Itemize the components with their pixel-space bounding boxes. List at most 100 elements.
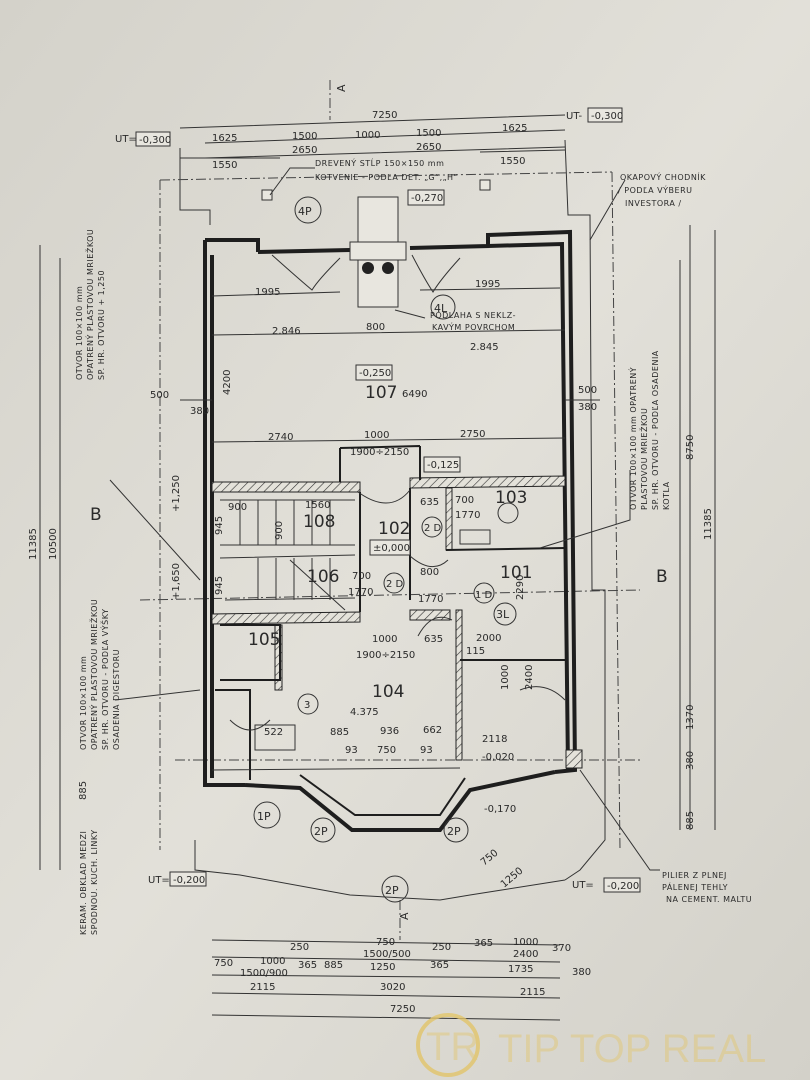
note-vent-right: OTVOR 100×100 mm OPATRENÝ PLASTOVOU MRIE…	[627, 350, 671, 510]
note-line: OPATRENÝ PLASTOVOU MRIEŽKOU	[88, 599, 99, 750]
dim-text: 1770	[348, 587, 373, 598]
room-102-label: 102	[378, 519, 410, 539]
note-line: OTVOR 100×100 mm OPATRENÝ	[627, 367, 638, 510]
marker-door-2d-a: 2 D	[421, 516, 443, 538]
note-line: OTVOR 100×100 mm	[75, 286, 84, 380]
marker-2p-bottom: 2P	[381, 875, 409, 903]
marker-4p: 4P	[294, 196, 322, 224]
dim-text: 700	[352, 571, 371, 582]
axis-lines	[139, 80, 641, 940]
note-line: OTVOR 100×100 mm	[79, 656, 88, 750]
level-bay-right: -0,020	[482, 752, 514, 763]
note-line: KERAM. OBKLAD MEDZI	[79, 831, 88, 935]
dim-text: 365	[430, 960, 449, 971]
dim-text: 365	[474, 938, 493, 949]
marker-text: 1P	[257, 810, 271, 823]
dim-text: 1995	[255, 287, 280, 298]
dim-right-outer: 11385	[703, 508, 714, 540]
level-room-107: -0,250	[359, 368, 391, 379]
level-hall: ±0,000	[373, 543, 410, 554]
dim-text: 1995	[475, 279, 500, 290]
dim-left-inner: 10500	[48, 528, 59, 560]
ut-label-bottom-left: UT=	[148, 875, 170, 886]
level-window-left-2: +1,650	[171, 563, 182, 600]
note-vent-left: OTVOR 100×100 mm OPATRENÝ PLASTOVOU MRIE…	[75, 229, 106, 380]
section-mark-b-right: B	[656, 567, 668, 587]
bay-wall	[244, 770, 556, 832]
room-107-label: 107	[365, 383, 397, 403]
dim-text: 1550	[212, 160, 237, 171]
level-box	[423, 456, 461, 473]
note-line: SP. HR. OTVORU + 1,250	[97, 270, 106, 380]
marker-text: 2 D	[386, 579, 404, 590]
marker-text: 2 D	[424, 523, 442, 534]
dim-total-mid: 3020	[380, 982, 405, 993]
level-box	[369, 539, 411, 556]
level-box	[407, 189, 445, 206]
chimney-cap	[349, 241, 407, 261]
level-porch: -0,270	[411, 193, 443, 204]
room-108-label: 108	[303, 512, 335, 532]
ut-level-top-right: -0,300	[591, 111, 623, 122]
dim-text: 500	[150, 390, 169, 401]
dim-text: 2650	[416, 142, 441, 153]
marker-door-2d-b: 2 D	[383, 572, 405, 594]
dim-text: 700	[455, 495, 474, 506]
dim-total-bottom: 7250	[390, 1004, 415, 1015]
dim-text: 380	[572, 967, 591, 978]
dim-text: 1500	[292, 131, 317, 142]
note-line: OPATRENÝ PLASTOVOU MRIEŽKOU	[84, 229, 95, 380]
level-window-left-1: +1,250	[171, 475, 182, 512]
sink-icon	[459, 529, 491, 545]
dim-total-right: 2115	[520, 987, 545, 998]
dim-text: 4200	[222, 370, 233, 395]
staircase	[219, 499, 356, 611]
ut-level-top-left: -0,300	[139, 135, 171, 146]
ut-level-bottom-left: -0,200	[173, 875, 205, 886]
dim-text: 1900÷2150	[350, 447, 409, 458]
note-line: / PODĽA VÝBERU	[618, 184, 693, 195]
dim-text: 1500	[416, 128, 441, 139]
note-line: SP. HR. OTVORU - PODĽA VÝŠKY	[99, 608, 110, 750]
note-walkway: OKAPOVÝ CHODNÍK / PODĽA VÝBERU INVESTORA…	[618, 171, 706, 208]
dim-right-380: 380	[685, 751, 696, 770]
dim-text: 1500/500	[363, 949, 411, 960]
dim-text: 750	[376, 937, 395, 948]
level-box	[587, 107, 623, 123]
dim-text: 1000	[500, 665, 511, 690]
note-wooden-post: DREVENÝ STĹP 150×150 mm KOTVENIE - PODĽA…	[315, 157, 457, 182]
note-line: KOTLA	[662, 481, 671, 510]
dim-text: 945	[214, 516, 225, 535]
bay-inner-wall	[299, 774, 466, 816]
exterior-wall	[203, 229, 578, 787]
dim-text: 380	[578, 402, 597, 413]
dim-text: 380	[190, 406, 209, 417]
dim-text: 2290	[515, 575, 526, 600]
dim-text: 1770	[418, 594, 443, 605]
dim-right-885: 885	[685, 811, 696, 830]
dim-total-left: 2115	[250, 982, 275, 993]
dim-text: 1735	[508, 964, 533, 975]
dim-text: 1770	[455, 510, 480, 521]
dim-right-8750: 8750	[685, 435, 696, 460]
watermark-logo-circle	[416, 1013, 480, 1077]
dim-text: 2650	[292, 145, 317, 156]
marker-text: 3	[304, 700, 310, 711]
walk-outline	[179, 139, 606, 901]
marker-text: 2P	[314, 825, 328, 838]
leader-lines	[109, 167, 660, 871]
dim-text: 93	[420, 745, 433, 756]
level-step: -0,125	[427, 460, 459, 471]
dim-text: 800	[366, 322, 385, 333]
section-mark-a-top: A	[335, 84, 348, 92]
door-swings	[229, 489, 566, 731]
dim-text: 522	[264, 727, 283, 738]
marker-4l: 4L	[430, 294, 456, 320]
dim-text: 250	[290, 942, 309, 953]
ut-label-top-right: UT-	[566, 111, 583, 122]
dim-text: 2400	[524, 665, 535, 690]
ut-level-bottom-right: -0,200	[607, 881, 639, 892]
note-line: DREVENÝ STĹP 150×150 mm	[315, 157, 444, 168]
dim-text: 885	[330, 727, 349, 738]
